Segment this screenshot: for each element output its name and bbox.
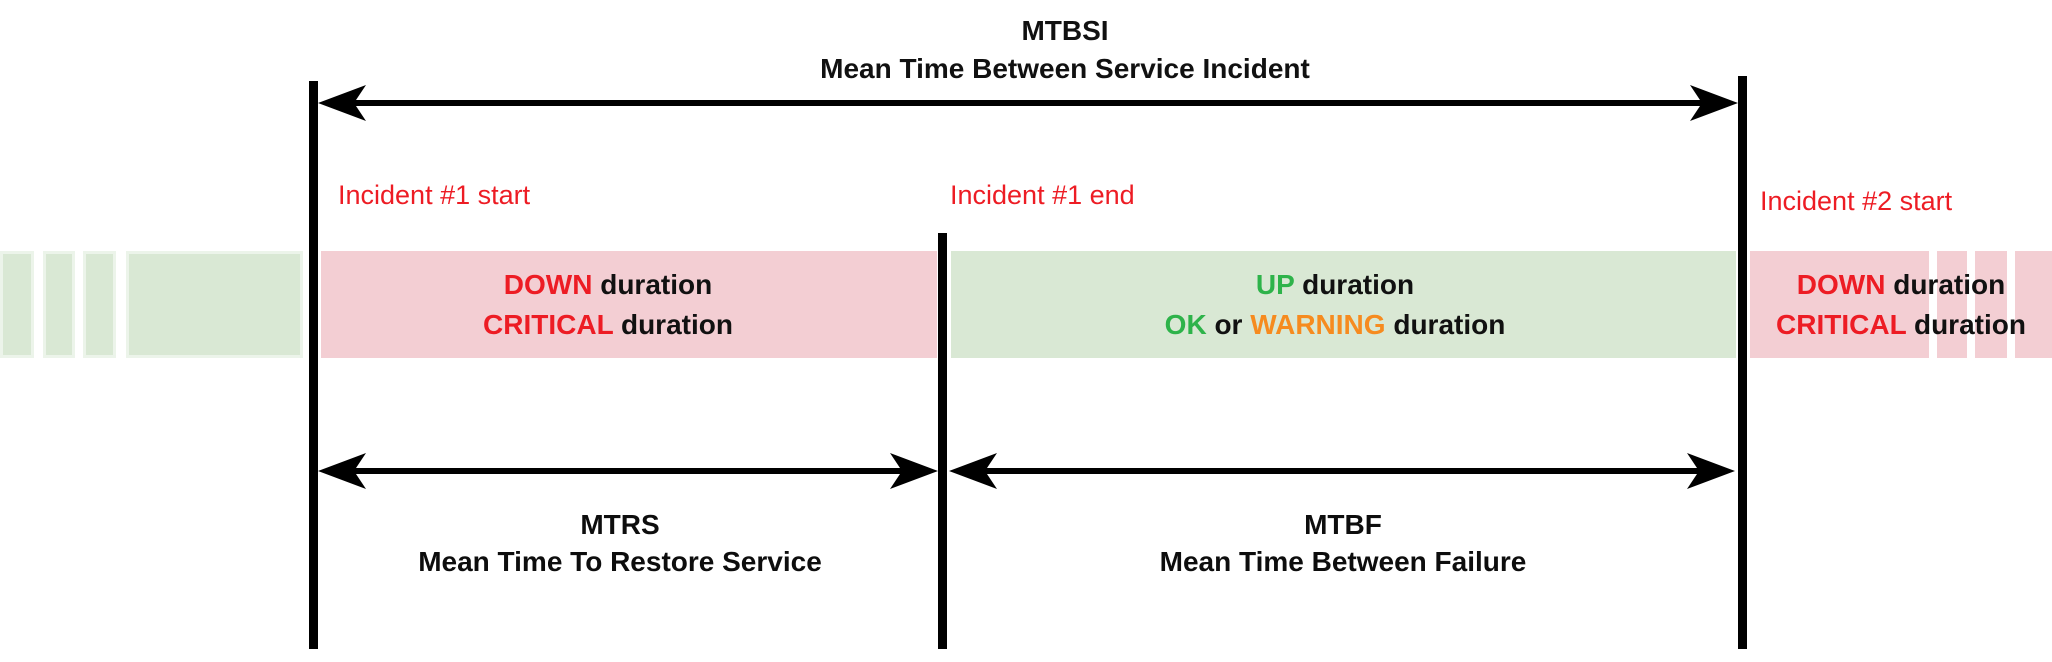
duration-word: duration (1385, 308, 1506, 340)
warning-status-word: WARNING (1250, 308, 1386, 340)
duration-word: duration (1294, 268, 1415, 300)
incident-1-end-line (938, 233, 947, 649)
duration-word: duration (1906, 308, 2026, 340)
mtbsi-abbr: MTBSI (1021, 15, 1109, 46)
mtbf-abbr: MTBF (1304, 509, 1382, 540)
incident-1-end-label: Incident #1 end (950, 180, 1135, 210)
down-band-2-text: DOWN duration CRITICAL duration (1750, 251, 2052, 358)
down-band-dash-segment (1937, 251, 1967, 358)
mtbf-double-arrow-icon (949, 453, 1735, 489)
uptime-band-dash-segment (83, 251, 116, 358)
duration-word: duration (1885, 268, 2006, 300)
mtbsi-double-arrow-icon (318, 85, 1738, 121)
up-duration-line: UP duration (1256, 265, 1414, 305)
incident-1-start-label: Incident #1 start (338, 180, 531, 210)
mtrs-label: MTRS Mean Time To Restore Service (312, 506, 928, 580)
up-status-word: UP (1255, 268, 1295, 300)
critical-duration-line: CRITICAL duration (483, 305, 733, 345)
mtbf-full-name: Mean Time Between Failure (1159, 546, 1527, 577)
incident-1-start-line (309, 81, 318, 649)
incident-2-start-line (1738, 76, 1747, 649)
down-duration-band-1 (321, 251, 937, 358)
mtrs-abbr: MTRS (580, 509, 660, 540)
ok-status-word: OK (1164, 308, 1207, 340)
duration-word: duration (592, 268, 713, 300)
critical-status-word: CRITICAL (1776, 308, 1907, 340)
down-status-word: DOWN (1796, 268, 1886, 300)
mtbf-label: MTBF Mean Time Between Failure (943, 506, 1743, 580)
duration-word: duration (613, 308, 733, 340)
down-status-word: DOWN (503, 268, 593, 300)
mtbsi-full-name: Mean Time Between Service Incident (820, 53, 1310, 84)
critical-duration-line: CRITICAL duration (1776, 305, 2026, 345)
critical-status-word: CRITICAL (483, 308, 614, 340)
mtrs-double-arrow-icon (318, 453, 938, 489)
down-duration-line: DOWN duration (504, 265, 712, 305)
down-band-dash-segment (1975, 251, 2007, 358)
incident-2-start-label: Incident #2 start (1760, 186, 1953, 216)
mtbsi-title: MTBSI Mean Time Between Service Incident (755, 12, 1375, 88)
down-band-1-text: DOWN duration CRITICAL duration (300, 251, 916, 358)
down-duration-line: DOWN duration (1797, 265, 2005, 305)
up-duration-band (951, 251, 1736, 358)
uptime-band-dash-segment (126, 251, 303, 358)
uptime-band-dash-segment (0, 251, 34, 358)
mtrs-full-name: Mean Time To Restore Service (418, 546, 822, 577)
down-band-dash-segment (2015, 251, 2052, 358)
down-duration-band-2 (1750, 251, 1929, 358)
uptime-band-dash-segment (43, 251, 75, 358)
or-word: or (1206, 308, 1251, 340)
up-band-text: UP duration OK or WARNING duration (940, 251, 1730, 358)
ok-warning-duration-line: OK or WARNING duration (1165, 305, 1506, 345)
